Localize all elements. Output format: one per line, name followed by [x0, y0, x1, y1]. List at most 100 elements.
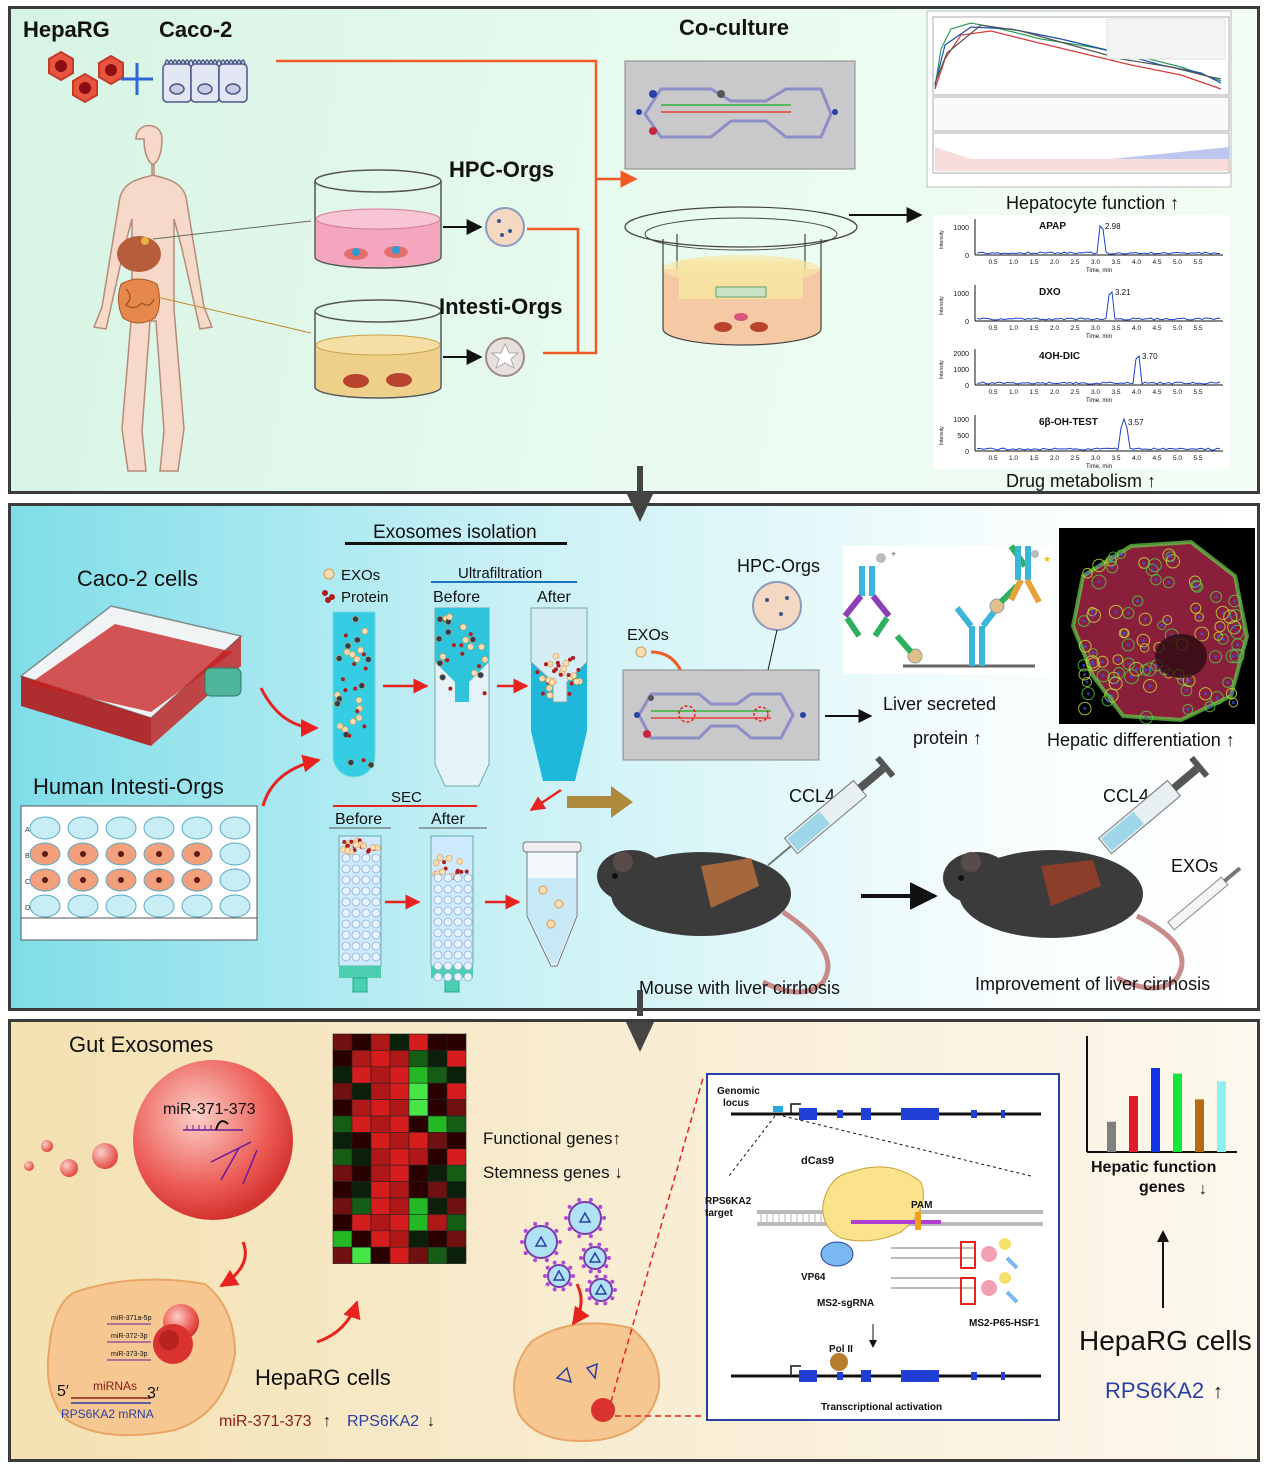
panel-exosome-isolation: Caco-2 cells Human Intesti-Orgs ABCD Exo… [8, 503, 1260, 1011]
heatmap-cell [447, 1247, 466, 1263]
protein-legend-icon [322, 590, 335, 603]
x-tick: 2.5 [1070, 389, 1079, 396]
heatmap-cell [390, 1182, 409, 1198]
heparg-cells-label: HepaRG cells [255, 1365, 391, 1390]
dcas9-label: dCas9 [801, 1155, 834, 1167]
heatmap-cell [390, 1231, 409, 1247]
heatmap-cell [371, 1165, 390, 1181]
genomic-locus-line1: Genomic [717, 1086, 760, 1097]
heatmap-cell [447, 1149, 466, 1165]
exo-particle-icon [636, 647, 646, 657]
x-tick: 4.5 [1152, 325, 1161, 332]
well [144, 817, 174, 839]
y-tick: 1000 [953, 225, 969, 232]
compound-label: 4OH-DIC [1039, 351, 1080, 362]
well [220, 895, 250, 917]
heatmap-cell [390, 1165, 409, 1181]
heatmap-cell [352, 1231, 371, 1247]
heatmap-cell [447, 1116, 466, 1132]
exos-legend: EXOs [341, 567, 380, 584]
sec-column-after [419, 828, 487, 992]
compound-label: 6β-OH-TEST [1039, 417, 1098, 428]
syringe-icon [760, 756, 895, 875]
rps-down-label: RPS6KA2 [347, 1413, 419, 1430]
x-tick: 4.0 [1132, 389, 1141, 396]
heatmap-cell [409, 1034, 428, 1050]
svg-text:★: ★ [1043, 554, 1051, 564]
liver-secreted-line1: Liver secreted [883, 694, 996, 714]
x-axis-label: Time, min [1086, 464, 1112, 470]
heatmap [333, 1034, 466, 1264]
x-tick: 4.5 [1152, 259, 1161, 266]
heatmap-cell [409, 1231, 428, 1247]
up-arrow-icon [1157, 1230, 1169, 1308]
compound-label: DXO [1039, 287, 1061, 298]
well-plate-illustration: ABCD [21, 806, 257, 940]
well [182, 895, 212, 917]
heatmap-cell [428, 1116, 447, 1132]
up-arrow-icon: ↑ [323, 1413, 331, 1430]
bar [1195, 1099, 1204, 1152]
heatmap-cell [390, 1067, 409, 1083]
x-tick: 2.0 [1050, 455, 1059, 462]
three-prime-label: 3′ [147, 1385, 159, 1402]
heatmap-cell [447, 1050, 466, 1066]
x-tick: 5.5 [1193, 325, 1202, 332]
heatmap-cell [352, 1214, 371, 1230]
exosome-particles [24, 1140, 118, 1177]
ms2-p65-hsf1-label: MS2-P65-HSF1 [969, 1318, 1040, 1329]
heatmap-cell [333, 1067, 352, 1083]
hepatic-function-genes-line1: Hepatic function [1091, 1159, 1216, 1176]
x-axis-label: Time, min [1086, 268, 1112, 274]
heatmap-cell [428, 1050, 447, 1066]
heatmap-cell [409, 1214, 428, 1230]
heatmap-cell [352, 1198, 371, 1214]
y-tick: 1000 [953, 417, 969, 424]
mouse-cirrhosis-illustration [597, 850, 828, 992]
heatmap-cell [333, 1247, 352, 1263]
ms2-sgrna-label: MS2-sgRNA [817, 1298, 874, 1309]
x-tick: 2.5 [1070, 259, 1079, 266]
transwell-insert [625, 207, 857, 345]
heatmap-cell [447, 1182, 466, 1198]
compound-label: APAP [1039, 221, 1066, 232]
intesti-organoid-icon [486, 338, 524, 376]
x-tick: 1.0 [1009, 389, 1018, 396]
heatmap-cell [333, 1231, 352, 1247]
uf-after-label: After [537, 589, 571, 606]
target-cell-illustration [514, 1323, 659, 1441]
heatmap-cell [409, 1116, 428, 1132]
heatmap-cell [428, 1231, 447, 1247]
down-arrow-icon: ↓ [1199, 1181, 1207, 1198]
x-tick: 1.5 [1029, 389, 1038, 396]
heatmap-cell [371, 1214, 390, 1230]
mir-up-label: miR-371-373 [219, 1413, 312, 1430]
heatmap-cell [352, 1083, 371, 1099]
x-tick: 4.5 [1152, 455, 1161, 462]
heatmap-cell [428, 1182, 447, 1198]
heatmap-cell [352, 1116, 371, 1132]
x-tick: 3.0 [1091, 259, 1100, 266]
x-tick: 3.5 [1111, 325, 1120, 332]
x-tick: 5.0 [1173, 389, 1182, 396]
hpc-orgs-label: HPC-Orgs [449, 157, 554, 182]
x-tick: 5.0 [1173, 455, 1182, 462]
x-tick: 5.0 [1173, 325, 1182, 332]
heatmap-cell [390, 1132, 409, 1148]
bar [1107, 1122, 1116, 1152]
heatmap-cell [409, 1165, 428, 1181]
human-intesti-orgs-label: Human Intesti-Orgs [33, 774, 224, 799]
five-prime-label: 5′ [57, 1383, 69, 1400]
hepatic-differentiation-label: Hepatic differentiation ↑ [1047, 730, 1235, 750]
bar [1151, 1068, 1160, 1152]
well [144, 895, 174, 917]
heatmap-cell [371, 1182, 390, 1198]
heatmap-cell [390, 1198, 409, 1214]
mir-item: miR-372-3p [111, 1333, 148, 1340]
well [68, 895, 98, 917]
mir-cluster-label: miR-371-373 [163, 1101, 256, 1118]
organ-chip [623, 670, 819, 760]
hpc-culture-dish [315, 170, 441, 268]
transcriptional-activation-label: Transcriptional activation [821, 1402, 942, 1413]
heatmap-cell [371, 1247, 390, 1263]
